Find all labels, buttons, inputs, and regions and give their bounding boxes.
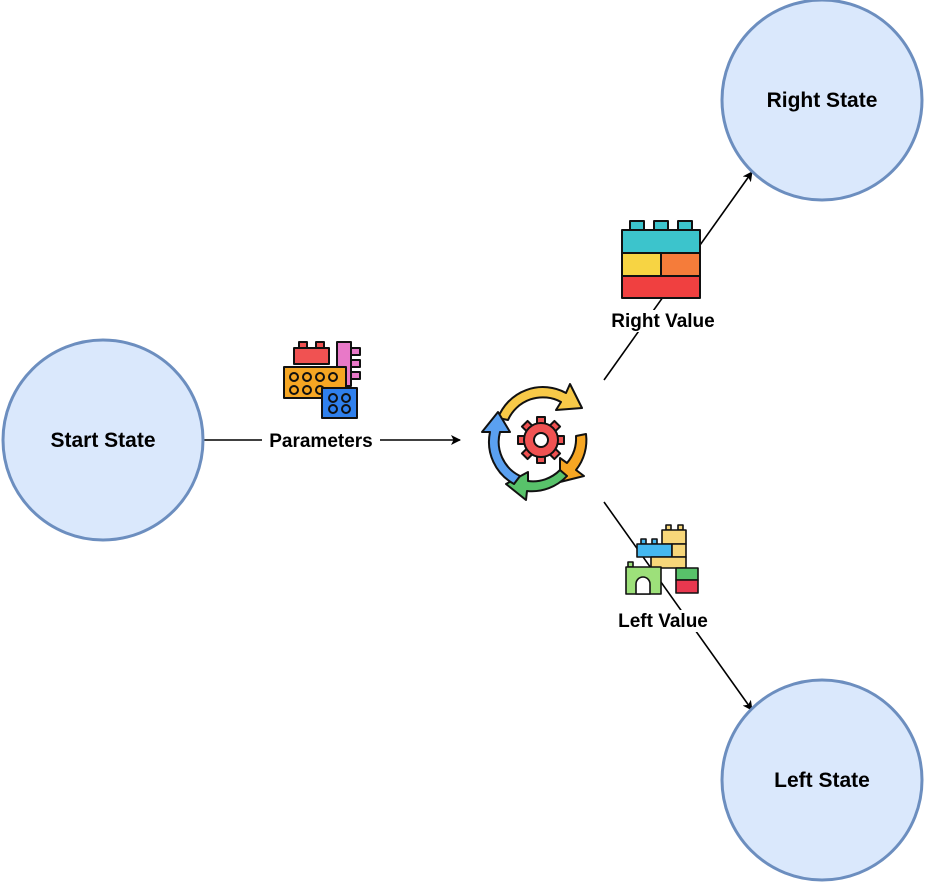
node-start-state[interactable]: Start State [1,338,205,542]
brick-castle-icon [625,524,699,595]
edge-label-left-value: Left Value [610,610,716,632]
node-left-state[interactable]: Left State [720,678,924,882]
stacked-bricks-icon [621,220,701,299]
cycle-gear-icon [481,383,588,501]
edge-label-parameters: Parameters [262,430,380,452]
node-left-state-label: Left State [774,769,870,792]
edge-label-right-value-text: Right Value [611,311,714,332]
edge-left-value[interactable] [603,501,753,711]
building-blocks-icon [283,341,361,419]
edge-label-left-value-text: Left Value [618,611,708,632]
node-start-state-label: Start State [50,429,155,452]
node-right-state-label: Right State [767,89,878,112]
node-right-state[interactable]: Right State [720,0,924,202]
edge-label-parameters-text: Parameters [269,431,373,452]
edge-label-right-value: Right Value [603,310,723,332]
